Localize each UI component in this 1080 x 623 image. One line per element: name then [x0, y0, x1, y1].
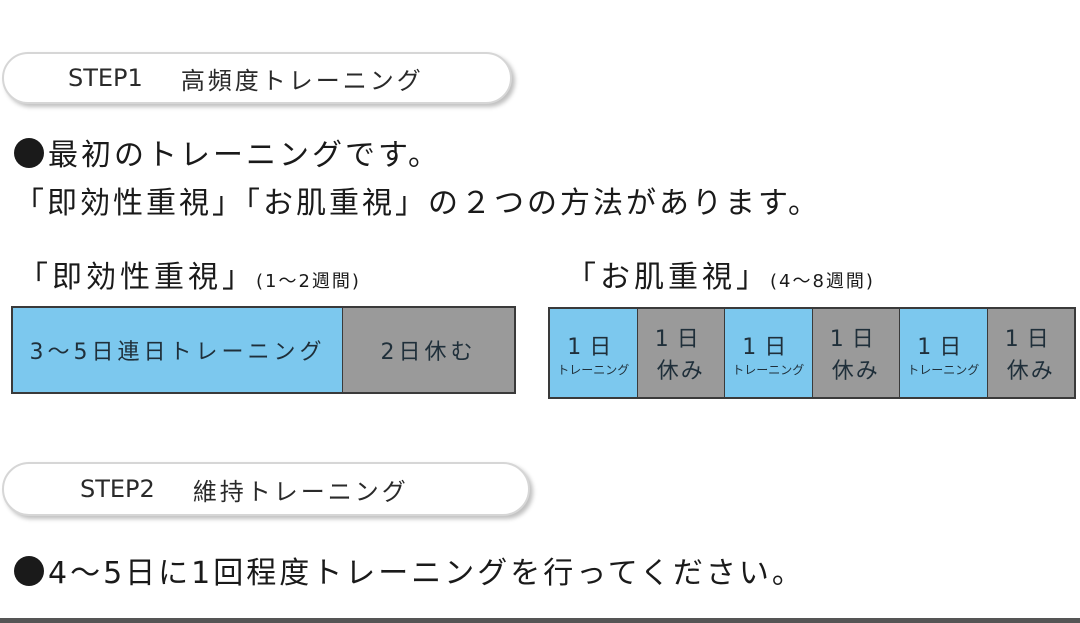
segment-training: 3～5日連日トレーニング [13, 308, 343, 392]
plan-quick-heading: 「即効性重視」(1～2週間) [18, 252, 361, 296]
plan-quick-duration: (1～2週間) [256, 271, 361, 292]
step2-title: 維持トレーニング [192, 477, 409, 506]
segment-days: 1日 [1004, 327, 1057, 352]
segment-training: 1日 トレーニング [725, 309, 813, 397]
segment-days: 1日 [829, 327, 882, 352]
plan-skin-title: 「お肌重視」 [566, 260, 770, 295]
step1-title: 高頻度トレーニング [180, 66, 424, 95]
maintenance-text: 4～5日に1回程度トレーニングを行ってください。 [48, 556, 805, 591]
bullet-icon [14, 556, 44, 586]
bullet-icon [14, 138, 44, 168]
step1-header: STEP1 高頻度トレーニング [2, 52, 512, 104]
plan-quick-title: 「即効性重視」 [18, 260, 256, 295]
intro-line-2: 「即効性重視」「お肌重視」の２つの方法があります。 [14, 186, 821, 221]
segment-rest: 2日休む [343, 308, 514, 392]
step1-label: STEP1 [68, 64, 143, 92]
intro-line-1: 最初のトレーニングです。 [14, 130, 441, 174]
step2-header: STEP2 維持トレーニング [2, 462, 530, 516]
segment-rest: 1日 休み [637, 309, 725, 397]
segment-rest: 1日 休み [812, 309, 900, 397]
segment-rest: 1日 休み [987, 309, 1074, 397]
segment-days: 1日 [917, 334, 970, 360]
intro-text-1: 最初のトレーニングです。 [48, 138, 441, 173]
bottom-divider [0, 618, 1080, 623]
plan-skin-duration: (4～8週間) [770, 271, 875, 292]
segment-days: 1日 [742, 334, 795, 360]
segment-days: 1日 [567, 334, 620, 360]
step2-label: STEP2 [80, 475, 155, 503]
segment-training: 1日 トレーニング [550, 309, 638, 397]
segment-label: 休み [831, 359, 880, 384]
plan-skin-heading: 「お肌重視」(4～8週間) [566, 252, 875, 296]
segment-days: 1日 [654, 327, 707, 352]
segment-label: トレーニング [907, 362, 980, 377]
segment-label: 休み [1006, 359, 1055, 384]
segment-label: 休み [656, 359, 705, 384]
maintenance-line: 4～5日に1回程度トレーニングを行ってください。 [14, 548, 805, 592]
plan-quick-schedule-bar: 3～5日連日トレーニング 2日休む [11, 306, 516, 394]
segment-training: 1日 トレーニング [900, 309, 988, 397]
segment-label: トレーニング [557, 362, 630, 377]
plan-skin-schedule-bar: 1日 トレーニング 1日 休み 1日 トレーニング 1日 休み 1日 トレーニン… [548, 307, 1076, 399]
segment-label: トレーニング [732, 362, 805, 377]
